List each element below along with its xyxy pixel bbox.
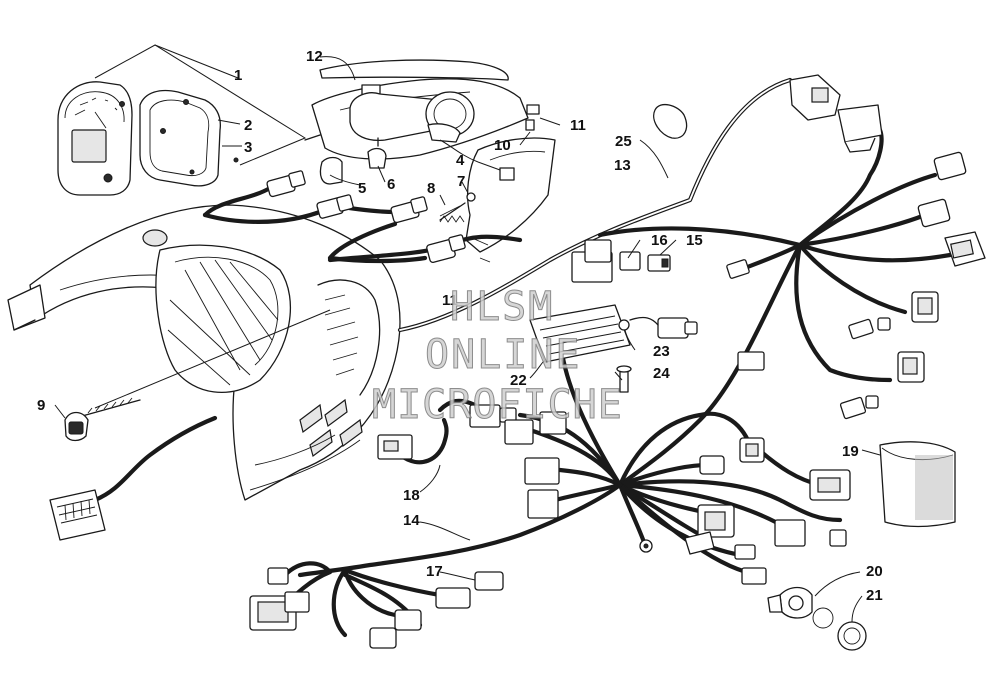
callout-25: 25 [615, 133, 632, 150]
front-fairing [7, 204, 401, 501]
callout-11-top: 11 [570, 117, 586, 134]
callout-16: 16 [651, 232, 668, 249]
callout-leaders [54, 44, 881, 623]
callout-13: 13 [614, 157, 631, 174]
callout-15: 15 [686, 232, 703, 249]
callout-labels: 1 2 3 4 5 6 7 8 9 10 11 11 12 13 14 15 1… [37, 48, 883, 604]
small-hardware [319, 104, 540, 223]
speedometer-gauge [57, 81, 133, 196]
watermark-line-2: ONLINE [425, 332, 582, 378]
clip-ring [653, 103, 688, 139]
callout-14: 14 [403, 512, 420, 529]
callout-2: 2 [244, 117, 252, 134]
watermark-line-1: HLSM [450, 284, 554, 330]
callout-21: 21 [866, 587, 883, 604]
reflector-strip [319, 59, 509, 81]
callout-19: 19 [842, 443, 859, 460]
callout-6: 6 [387, 176, 395, 193]
callout-23: 23 [653, 343, 670, 360]
callout-22: 22 [510, 372, 527, 389]
callout-9: 9 [37, 397, 45, 414]
callout-7: 7 [457, 173, 465, 190]
callout-11-mid: 11 [442, 292, 458, 309]
gauge-bezel [139, 89, 239, 187]
watermark-line-3: MICROFICHE [372, 382, 623, 428]
sleeve-19 [879, 441, 956, 528]
watermark: HLSM ONLINE MICROFICHE [372, 284, 623, 429]
callout-1: 1 [234, 67, 242, 84]
headlight-housing [304, 78, 529, 160]
callout-3: 3 [244, 139, 252, 156]
callout-18: 18 [403, 487, 420, 504]
callout-5: 5 [358, 180, 366, 197]
headlight-reflector-right [465, 137, 556, 263]
callout-24: 24 [653, 365, 670, 382]
connector-blocks [49, 74, 986, 649]
callout-8: 8 [427, 180, 435, 197]
callout-12: 12 [306, 48, 323, 65]
sensor-20-21 [767, 586, 867, 651]
callout-10: 10 [494, 137, 511, 154]
callout-20: 20 [866, 563, 883, 580]
callout-17: 17 [426, 563, 443, 580]
callout-4: 4 [456, 152, 465, 169]
